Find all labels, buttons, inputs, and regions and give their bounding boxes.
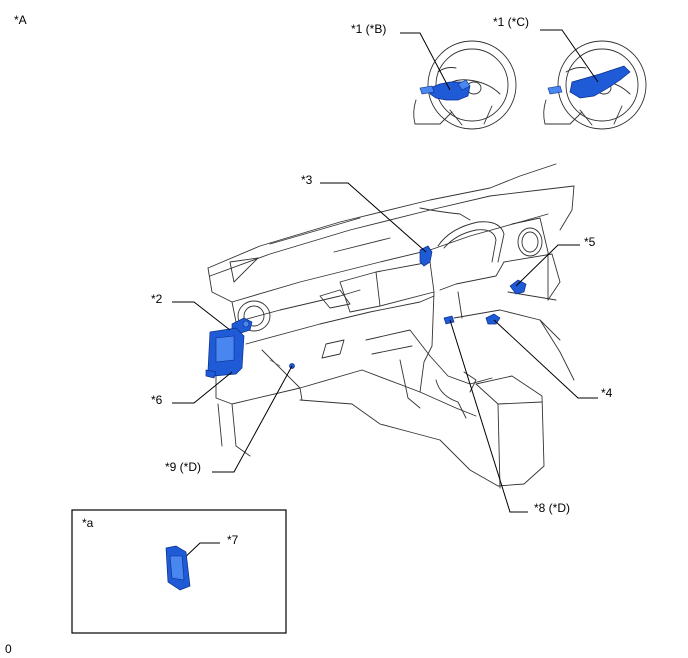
inset-label: *a: [82, 516, 94, 530]
callout-7: *7: [227, 533, 239, 547]
part-5-switch: [509, 279, 527, 295]
callout-9d: *9 (*D): [165, 460, 201, 474]
callout-8d: *8 (*D): [534, 501, 570, 515]
callout-4: *4: [601, 386, 613, 400]
view-label: *A: [14, 13, 27, 27]
callout-2: *2: [151, 292, 163, 306]
callout-5: *5: [584, 235, 596, 249]
callout-6: *6: [151, 393, 163, 407]
combination-switch-c: [569, 65, 631, 99]
steering-wheel-c: [543, 40, 647, 130]
part-3-sensor: [419, 245, 433, 267]
callout-1c: *1 (*C): [493, 15, 529, 29]
instrument-panel-drawing: [207, 163, 575, 489]
figure-code: 0: [5, 642, 12, 656]
part-6-module: [205, 327, 245, 379]
part-7-module: [165, 545, 191, 591]
part-4-connector: [485, 313, 501, 325]
callout-3: *3: [301, 173, 313, 187]
steering-wheel-b: [413, 40, 517, 130]
part-8-sensor: [443, 315, 455, 325]
inset-box: *a *7: [71, 509, 287, 634]
callout-1b: *1 (*B): [351, 22, 386, 36]
